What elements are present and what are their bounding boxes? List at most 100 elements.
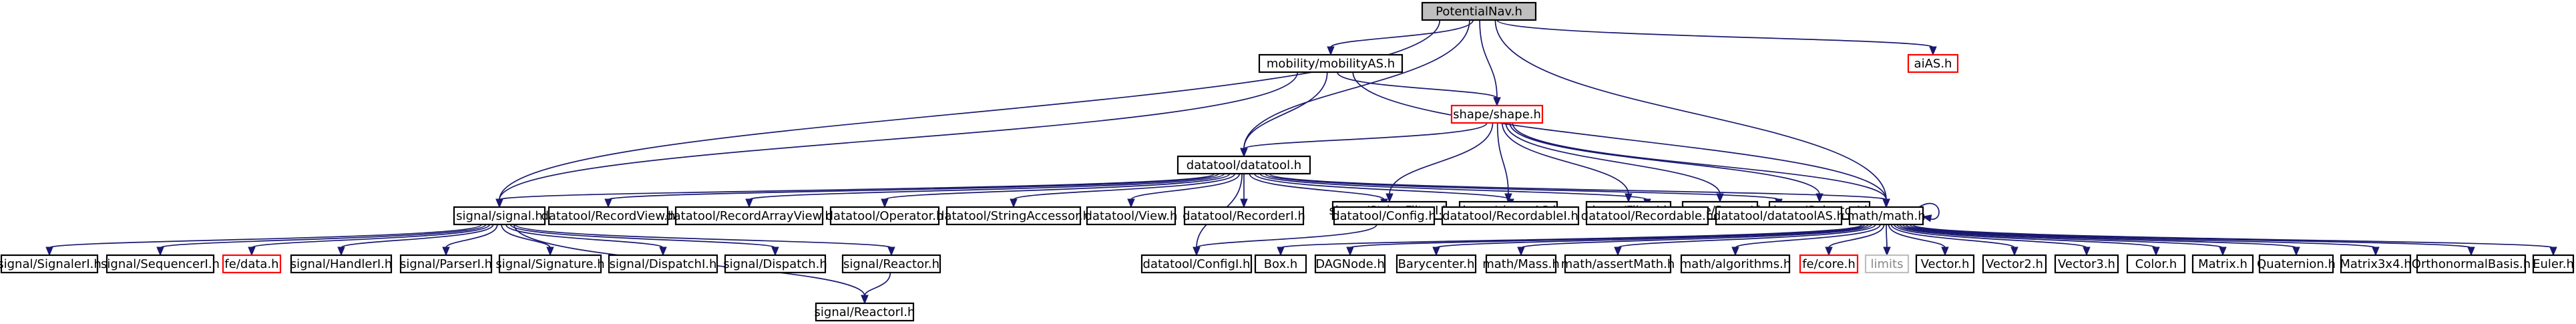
node-mobility[interactable]: mobility/mobilityAS.h: [1258, 53, 1404, 73]
node-algorithms[interactable]: math/algorithms.h: [1680, 254, 1791, 274]
node-box[interactable]: [222, 254, 282, 274]
node-box[interactable]: [2416, 254, 2527, 274]
node-box[interactable]: [290, 254, 393, 274]
node-matrix[interactable]: Matrix.h: [2191, 254, 2254, 274]
node-box[interactable]: [1140, 254, 1253, 274]
node-assertmath[interactable]: math/assertMath.h: [1561, 254, 1675, 274]
node-label: shape/shape.h: [1453, 108, 1541, 122]
node-orthonormal[interactable]: OrthonormalBasis.h: [2412, 254, 2531, 274]
node-math[interactable]: math/math.h: [1847, 206, 1926, 226]
node-box[interactable]: [1421, 1, 1537, 21]
node-box[interactable]: [548, 206, 669, 226]
node-label: signal/ReactorI.h: [815, 305, 915, 319]
node-parser[interactable]: signal/ParserI.h: [399, 254, 493, 274]
node-box[interactable]: [1396, 254, 1477, 274]
node-quaternion[interactable]: Quaternion.h: [2257, 254, 2336, 274]
node-box[interactable]: [1564, 254, 1672, 274]
edge-signal-to-signaleri: [45, 224, 482, 257]
node-aias[interactable]: aiAS.h: [1907, 53, 1959, 73]
node-datatool[interactable]: datatool/datatool.h: [1176, 155, 1311, 175]
node-box[interactable]: [1799, 254, 1859, 274]
node-fedata[interactable]: fe/data.h: [222, 254, 282, 274]
node-color[interactable]: Color.h: [2126, 254, 2186, 274]
node-dagnode[interactable]: DAGNode.h: [1314, 254, 1386, 274]
node-box[interactable]: [1864, 254, 1910, 274]
node-box[interactable]: [1258, 53, 1404, 73]
node-box[interactable]: [1314, 254, 1386, 274]
node-box[interactable]: [453, 206, 546, 226]
node-box[interactable]: [2532, 254, 2575, 274]
node-label: Vector2.h: [1986, 257, 2043, 271]
node-signature[interactable]: signal/Signature.h: [495, 254, 605, 274]
edge-root-to-mobility: [1327, 19, 1474, 56]
node-box[interactable]: [829, 206, 940, 226]
node-config[interactable]: datatool/Config.h: [1332, 206, 1436, 226]
node-box[interactable]: [0, 254, 99, 274]
node-box[interactable]: [1982, 254, 2047, 274]
node-vector3[interactable]: Vector3.h: [2054, 254, 2119, 274]
node-box[interactable]: [1680, 254, 1791, 274]
node-box[interactable]: [1183, 206, 1305, 226]
node-recorder[interactable]: datatool/RecorderI.h: [1183, 206, 1305, 226]
node-sequencer[interactable]: signal/SequencerI.h: [101, 254, 220, 274]
node-box[interactable]: [2191, 254, 2254, 274]
node-recordable[interactable]: datatool/Recordable.h: [1581, 206, 1714, 226]
node-shape[interactable]: shape/shape.h: [1450, 104, 1544, 124]
node-vector[interactable]: Vector.h: [1915, 254, 1975, 274]
node-recordarrayview[interactable]: datatool/RecordArrayView.h: [666, 206, 833, 226]
node-box[interactable]: [1176, 155, 1311, 175]
node-box[interactable]: [2126, 254, 2186, 274]
node-dispatchi[interactable]: signal/DispatchI.h: [608, 254, 718, 274]
node-box[interactable]: [1907, 53, 1959, 73]
node-box[interactable]: [1450, 104, 1544, 124]
node-box[interactable]: [724, 254, 827, 274]
node-view[interactable]: datatool/View.h: [1085, 206, 1178, 226]
node-reactori[interactable]: signal/ReactorI.h: [815, 302, 915, 322]
node-box[interactable]: [1086, 206, 1176, 226]
node-signal[interactable]: signal/signal.h: [453, 206, 546, 226]
node-box[interactable]: [1915, 254, 1975, 274]
node-box[interactable]: [1848, 206, 1924, 226]
node-mass[interactable]: math/Mass.h: [1482, 254, 1560, 274]
edge-signal-to-parser: [442, 224, 498, 257]
node-dispatch[interactable]: signal/Dispatch.h: [723, 254, 827, 274]
node-box[interactable]: [674, 206, 824, 226]
node-matrix3x4[interactable]: Matrix3x4.h: [2340, 254, 2412, 274]
node-configi[interactable]: datatool/ConfigI.h: [1140, 254, 1253, 274]
node-operator[interactable]: datatool/Operator.h: [826, 206, 944, 226]
node-box[interactable]: [1485, 254, 1557, 274]
node-recordablei[interactable]: datatool/RecordableI.h: [1441, 206, 1580, 226]
node-stringaccessor[interactable]: datatool/StringAccessor.h: [937, 206, 1090, 226]
node-label: fe/data.h: [224, 257, 278, 271]
node-box[interactable]: [1715, 206, 1843, 226]
node-box[interactable]: [2340, 254, 2412, 274]
node-euler[interactable]: Euler.h: [2532, 254, 2575, 274]
node-label: Matrix3x4.h: [2340, 257, 2411, 271]
node-box[interactable]: [2054, 254, 2119, 274]
node-box[interactable]: [1254, 254, 1307, 274]
node-fecore[interactable]: fe/core.h: [1799, 254, 1859, 274]
node-root[interactable]: PotentialNav.h: [1421, 1, 1537, 21]
node-box[interactable]: [105, 254, 215, 274]
node-box[interactable]: [498, 254, 602, 274]
node-box[interactable]: [1441, 206, 1580, 226]
node-box[interactable]: [608, 254, 718, 274]
node-signaleri[interactable]: signal/SignalerI.h: [0, 254, 101, 274]
node-limits[interactable]: limits: [1864, 254, 1910, 274]
node-box[interactable]: [399, 254, 493, 274]
node-box[interactable]: [945, 206, 1082, 226]
node-handler[interactable]: signal/HandlerI.h: [290, 254, 393, 274]
node-vector2[interactable]: Vector2.h: [1982, 254, 2047, 274]
node-box[interactable]: [841, 254, 941, 274]
node-recordview[interactable]: datatool/RecordView.h: [541, 206, 676, 226]
node-label: datatool/StringAccessor.h: [937, 209, 1090, 223]
edge-root-to-shape: [1479, 19, 1501, 107]
node-reactor[interactable]: signal/Reactor.h: [841, 254, 941, 274]
node-datatoolas[interactable]: datatool/datatoolAS.h: [1713, 206, 1844, 226]
node-box[interactable]: [2258, 254, 2334, 274]
node-box[interactable]: [1585, 206, 1709, 226]
node-box[interactable]: [815, 302, 915, 322]
node-barycenter[interactable]: Barycenter.h: [1396, 254, 1477, 274]
node-box[interactable]: [1333, 206, 1436, 226]
node-box[interactable]: Box.h: [1254, 254, 1307, 274]
